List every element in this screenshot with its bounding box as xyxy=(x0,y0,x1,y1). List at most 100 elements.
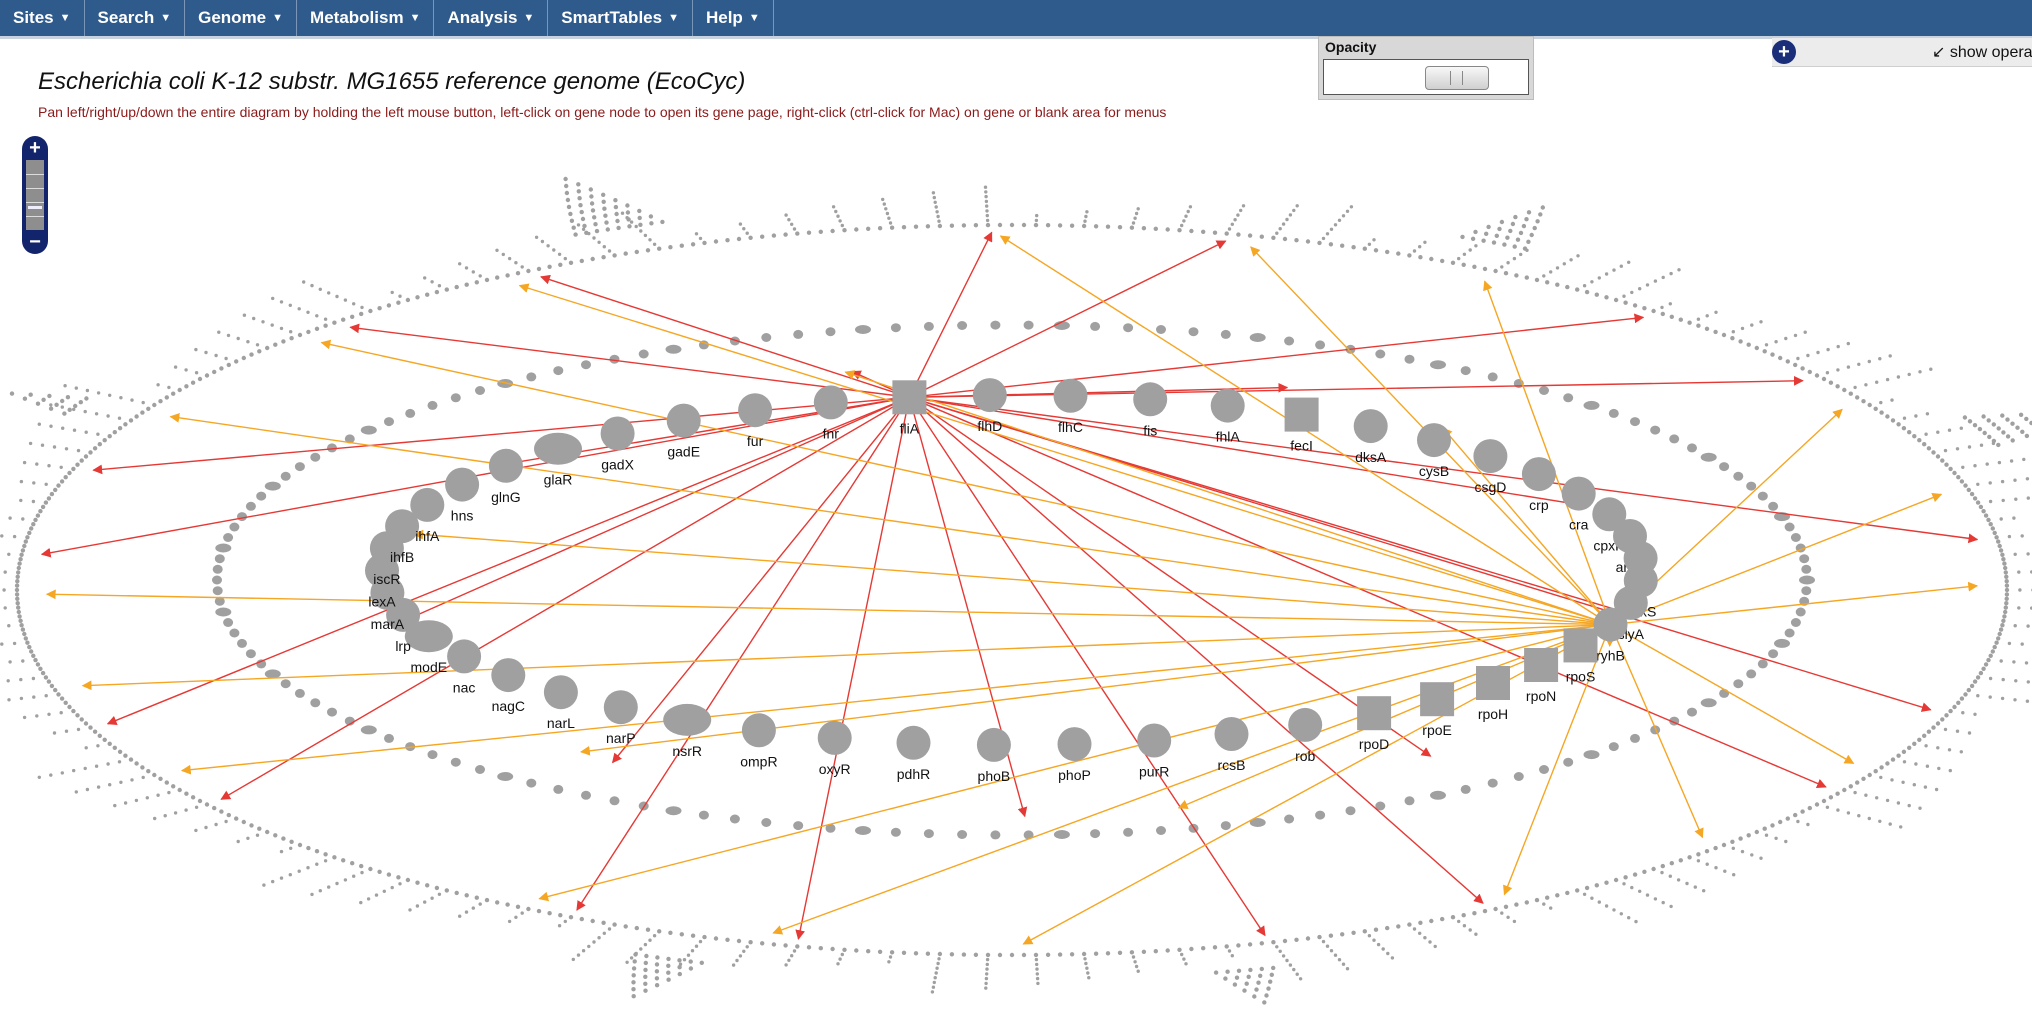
outer-gene-node[interactable] xyxy=(1879,410,1884,415)
outer-gene-node[interactable] xyxy=(25,640,30,645)
target-gene-node[interactable] xyxy=(1133,960,1137,964)
outer-gene-node[interactable] xyxy=(1855,395,1860,400)
outer-gene-node[interactable] xyxy=(1975,500,1981,505)
target-gene-node[interactable] xyxy=(984,976,989,981)
target-gene-node[interactable] xyxy=(1232,982,1238,987)
target-gene-node[interactable] xyxy=(1519,252,1523,257)
mid-gene-node[interactable] xyxy=(957,830,968,839)
outer-gene-node[interactable] xyxy=(1340,932,1345,937)
outer-gene-node[interactable] xyxy=(1963,692,1968,697)
target-gene-node[interactable] xyxy=(985,967,989,971)
outer-gene-node[interactable] xyxy=(184,384,189,389)
outer-gene-node[interactable] xyxy=(1754,345,1760,351)
outer-gene-node[interactable] xyxy=(1990,649,1996,654)
mid-gene-node[interactable] xyxy=(1156,826,1166,835)
target-gene-node[interactable] xyxy=(40,443,45,447)
target-gene-node[interactable] xyxy=(1878,819,1882,823)
target-gene-node[interactable] xyxy=(1512,256,1517,261)
mid-gene-node[interactable] xyxy=(1220,329,1231,339)
target-gene-node[interactable] xyxy=(1793,333,1798,338)
outer-gene-node[interactable] xyxy=(590,918,595,924)
target-gene-node[interactable] xyxy=(94,764,99,768)
outer-gene-node[interactable] xyxy=(15,579,20,584)
mid-gene-node[interactable] xyxy=(1220,821,1231,831)
opacity-slider-handle[interactable] xyxy=(1425,66,1489,90)
target-gene-node[interactable] xyxy=(666,977,671,982)
outer-gene-node[interactable] xyxy=(164,395,169,400)
outer-gene-node[interactable] xyxy=(1305,239,1311,244)
mid-gene-node[interactable] xyxy=(1487,778,1498,788)
target-gene-node[interactable] xyxy=(1271,965,1276,971)
target-gene-node[interactable] xyxy=(1973,712,1977,716)
outer-gene-node[interactable] xyxy=(612,922,617,927)
target-gene-node[interactable] xyxy=(937,957,941,961)
target-gene-node[interactable] xyxy=(688,959,693,964)
outer-gene-node[interactable] xyxy=(1713,329,1718,335)
outer-gene-node[interactable] xyxy=(323,323,328,328)
target-gene-node[interactable] xyxy=(0,534,4,538)
outer-gene-node[interactable] xyxy=(1669,314,1675,319)
target-gene-node[interactable] xyxy=(1491,240,1497,245)
regulation-edge[interactable] xyxy=(611,396,910,764)
target-gene-node[interactable] xyxy=(631,987,636,992)
outer-gene-node[interactable] xyxy=(17,614,22,619)
target-gene-node[interactable] xyxy=(1759,320,1763,324)
outer-gene-node[interactable] xyxy=(1632,303,1638,308)
outer-gene-node[interactable] xyxy=(679,243,684,248)
outer-gene-node[interactable] xyxy=(1922,733,1927,738)
target-gene-node[interactable] xyxy=(1460,234,1465,240)
outer-gene-node[interactable] xyxy=(177,787,182,793)
target-gene-node[interactable] xyxy=(738,954,743,958)
outer-gene-node[interactable] xyxy=(134,414,139,419)
outer-gene-node[interactable] xyxy=(1754,829,1760,835)
gene-node-fhlA[interactable] xyxy=(1210,388,1245,423)
outer-gene-node[interactable] xyxy=(140,765,145,770)
regulation-edge[interactable] xyxy=(169,413,1611,626)
outer-gene-node[interactable] xyxy=(79,717,84,722)
mid-gene-node[interactable] xyxy=(1090,829,1101,839)
target-gene-node[interactable] xyxy=(836,214,840,218)
outer-gene-node[interactable] xyxy=(444,888,449,893)
zoom-in-button[interactable]: + xyxy=(29,137,41,159)
gene-node-fecI[interactable] xyxy=(1284,397,1319,432)
outer-gene-node[interactable] xyxy=(386,872,392,877)
target-gene-node[interactable] xyxy=(1890,398,1894,402)
target-gene-node[interactable] xyxy=(22,460,27,465)
outer-gene-node[interactable] xyxy=(1996,539,2001,544)
target-gene-node[interactable] xyxy=(194,347,198,352)
outer-gene-node[interactable] xyxy=(212,805,217,811)
target-gene-node[interactable] xyxy=(1991,422,1997,427)
outer-gene-node[interactable] xyxy=(464,282,469,287)
mid-gene-node[interactable] xyxy=(256,491,267,501)
outer-gene-node[interactable] xyxy=(1997,631,2002,637)
outer-gene-node[interactable] xyxy=(736,938,742,944)
outer-gene-node[interactable] xyxy=(1770,823,1775,828)
outer-gene-node[interactable] xyxy=(1642,306,1647,311)
outer-gene-node[interactable] xyxy=(1351,245,1356,250)
target-gene-node[interactable] xyxy=(2000,413,2005,418)
target-gene-node[interactable] xyxy=(571,957,575,962)
target-gene-node[interactable] xyxy=(501,252,505,257)
target-gene-node[interactable] xyxy=(514,915,518,919)
target-gene-node[interactable] xyxy=(602,931,606,935)
outer-gene-node[interactable] xyxy=(1988,522,1993,527)
target-gene-node[interactable] xyxy=(1337,218,1342,222)
mid-gene-node[interactable] xyxy=(427,400,438,410)
target-gene-node[interactable] xyxy=(167,790,171,795)
target-gene-node[interactable] xyxy=(74,790,79,794)
target-gene-node[interactable] xyxy=(2014,497,2018,501)
target-gene-node[interactable] xyxy=(1923,785,1928,789)
target-gene-node[interactable] xyxy=(838,219,842,223)
target-gene-node[interactable] xyxy=(279,876,284,880)
target-gene-node[interactable] xyxy=(327,291,331,295)
target-gene-node[interactable] xyxy=(1213,970,1219,975)
target-gene-node[interactable] xyxy=(67,407,72,412)
outer-gene-node[interactable] xyxy=(1584,885,1590,891)
mid-gene-node[interactable] xyxy=(264,669,281,679)
target-gene-node[interactable] xyxy=(31,499,36,504)
target-gene-node[interactable] xyxy=(1901,780,1905,784)
mid-gene-node[interactable] xyxy=(237,512,247,522)
target-gene-node[interactable] xyxy=(289,846,293,850)
target-gene-node[interactable] xyxy=(1764,343,1769,347)
outer-gene-node[interactable] xyxy=(146,769,151,774)
